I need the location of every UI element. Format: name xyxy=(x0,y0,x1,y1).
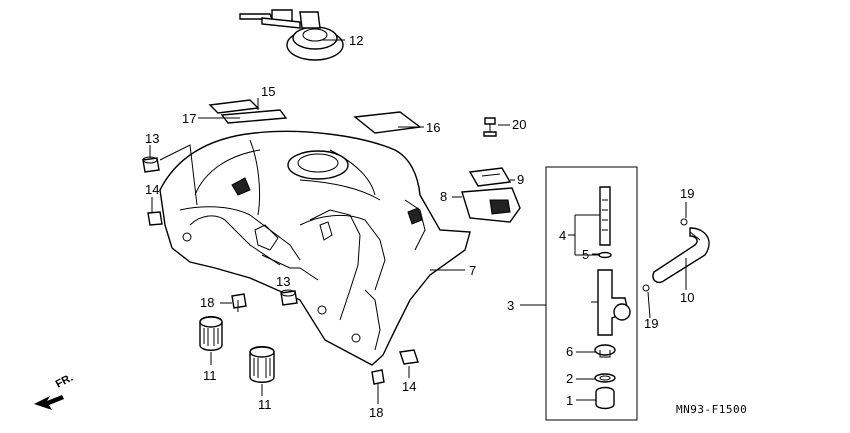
callout-1: 1 xyxy=(566,393,573,408)
callout-14-left: 14 xyxy=(145,182,159,197)
drawing-code: MN93-F1500 xyxy=(676,403,747,416)
callout-13-top: 13 xyxy=(145,131,159,146)
callout-8: 8 xyxy=(440,189,447,204)
callout-18-bottom: 18 xyxy=(369,405,383,420)
callout-6: 6 xyxy=(566,344,573,359)
callout-2: 2 xyxy=(566,371,573,386)
callout-13-bottom: 13 xyxy=(276,274,290,289)
tank-bracket xyxy=(461,167,521,223)
fuel-tank xyxy=(159,130,471,366)
callout-14-right: 14 xyxy=(402,379,416,394)
front-direction-arrow: FR. xyxy=(34,372,75,410)
fuel-cock-assembly xyxy=(545,166,638,421)
rubber-dampers xyxy=(199,316,275,383)
callout-4: 4 xyxy=(559,228,566,243)
callout-12: 12 xyxy=(349,33,363,48)
callout-11-bottom: 11 xyxy=(258,397,272,412)
bolts xyxy=(231,293,385,392)
callout-5: 5 xyxy=(582,247,589,262)
callout-9: 9 xyxy=(517,172,524,187)
tank-stickers xyxy=(208,99,422,134)
fuel-hose xyxy=(642,218,710,292)
callout-3: 3 xyxy=(507,298,514,313)
direction-label: FR. xyxy=(54,372,75,391)
callout-20: 20 xyxy=(512,117,526,132)
callout-10: 10 xyxy=(680,290,694,305)
callout-7: 7 xyxy=(469,263,476,278)
rubber-cushions xyxy=(142,156,419,365)
callout-16: 16 xyxy=(426,120,440,135)
callout-18-left: 18 xyxy=(200,295,214,310)
callout-15: 15 xyxy=(261,84,275,99)
callout-19-bottom: 19 xyxy=(644,316,658,331)
leader-lines xyxy=(149,39,687,404)
callout-17: 17 xyxy=(182,111,196,126)
callout-19-top: 19 xyxy=(680,186,694,201)
fuel-cap-with-keys xyxy=(239,9,344,61)
bolt-20 xyxy=(483,117,497,137)
callout-11-left: 11 xyxy=(203,368,217,383)
callout-labels: 12 15 17 16 13 14 13 18 11 11 18 14 20 9… xyxy=(145,33,694,420)
